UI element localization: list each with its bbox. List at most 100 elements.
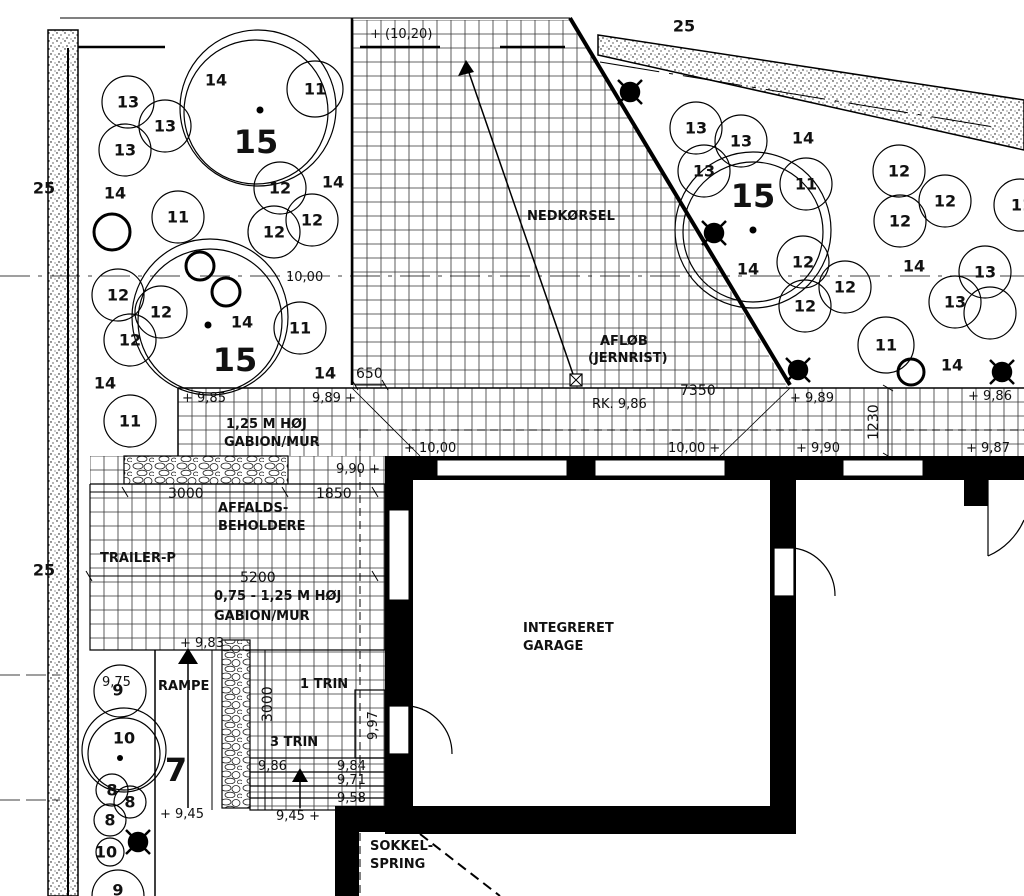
road-width-label: 25	[33, 179, 55, 198]
plant-label: 14	[322, 173, 344, 192]
stair-arrow-head	[292, 768, 308, 782]
plant-label: 12	[792, 253, 814, 272]
elevation-label: 9,89 +	[312, 391, 356, 406]
plant-label: 10	[95, 843, 117, 862]
dimension-label: 1230	[866, 404, 882, 440]
elevation-label: + 9,89	[790, 391, 834, 406]
plant-label: 12	[150, 303, 172, 322]
driveway-arrow-head	[458, 60, 474, 76]
plant-label: 12	[834, 278, 856, 297]
plant-label: 14	[941, 356, 963, 375]
plant-label: 12	[794, 297, 816, 316]
dimension-label: 650	[356, 366, 383, 382]
elevation-label: + 10,00	[404, 441, 456, 456]
garage-label-2: GARAGE	[523, 639, 583, 654]
plant-label: 11	[795, 175, 817, 194]
waste-label-2: BEHOLDERE	[218, 519, 306, 534]
plant-label: 12	[119, 331, 141, 350]
drain-level-label: RK. 9,86	[592, 397, 647, 412]
plant-label: 14	[314, 364, 336, 383]
elevation-label: 9,58	[337, 791, 366, 806]
plant-label: 13	[154, 117, 176, 136]
plant-label: 14	[903, 257, 925, 276]
plant-label: 11	[304, 80, 326, 99]
plant-label: 12	[269, 179, 291, 198]
elevation-label: + 9,90	[796, 441, 840, 456]
dimension-label: 1850	[316, 486, 352, 502]
dimension-label: 5200	[240, 570, 276, 586]
dimension-label: 7350	[680, 383, 716, 399]
driveway-label: NEDKØRSEL	[527, 209, 615, 224]
plant-label: 12	[889, 212, 911, 231]
plant-label: 14	[737, 260, 759, 279]
plant-label: 9	[112, 681, 123, 700]
plant-label: 7	[165, 751, 187, 789]
plant-label: 12	[263, 223, 285, 242]
waste-label: AFFALDS-	[218, 501, 288, 516]
plant-label: 11	[167, 208, 189, 227]
step-1-label: 1 TRIN	[300, 677, 348, 692]
road-strip-top	[597, 34, 1024, 151]
plant-label: 15	[731, 177, 776, 215]
doors	[388, 480, 1024, 755]
plant-centres	[117, 106, 757, 761]
elevation-label: 9,90 +	[336, 462, 380, 477]
plant-label: 13	[114, 141, 136, 160]
elevation-label: + 9,83	[180, 636, 224, 651]
gabion-top-label-2: GABION/MUR	[224, 435, 320, 450]
drain-leader-2	[719, 387, 791, 457]
plant-label: 15	[213, 341, 258, 379]
garage-label: INTEGRERET	[523, 621, 614, 636]
plant-label: 14	[205, 71, 227, 90]
elevation-label: 9,71	[337, 773, 366, 788]
sokkel-label: SOKKEL-	[370, 839, 433, 854]
plant-label: 8	[104, 811, 115, 830]
ramp-arrow-head	[178, 648, 198, 664]
drain-label-2: (JERNRIST)	[588, 351, 668, 366]
road-width-label: 25	[673, 17, 695, 36]
road-width-label: 25	[33, 561, 55, 580]
gabion-mid-label: 0,75 - 1,25 M HØJ	[214, 589, 341, 604]
plant-label: 9	[112, 881, 123, 896]
elevation-label: 9,75	[102, 675, 131, 690]
sokkel-dash	[419, 833, 501, 896]
plant-label: 14	[231, 313, 253, 332]
plant-number-labels: 15 15 15 14 14 14 14 14 14 14 14 14 14 1…	[94, 71, 1024, 896]
trailer-label: TRAILER-P	[100, 551, 176, 566]
plant-label: 11	[119, 412, 141, 431]
plant-label: 14	[792, 129, 814, 148]
plant-label: 12	[301, 211, 323, 230]
plant-label: 12	[107, 286, 129, 305]
driveway-arrow-line	[465, 63, 576, 381]
plant-label: 11	[875, 336, 897, 355]
plant-label: 14	[104, 184, 126, 203]
elevation-label: + 9,87	[966, 441, 1010, 456]
dimension-label: 3000	[260, 686, 276, 722]
gabion-mid-label-2: GABION/MUR	[214, 609, 310, 624]
plant-symbols	[81, 29, 1024, 896]
plant-label: 8	[106, 781, 117, 800]
elevation-label: 10,00	[286, 270, 323, 285]
elevation-label: 9,45 +	[276, 809, 320, 824]
sokkel-label-2: SPRING	[370, 857, 425, 872]
gabion-wall-ramp	[221, 639, 251, 809]
drain-cross-2	[569, 373, 583, 387]
tree-markers	[125, 79, 1015, 855]
plant-label: 13	[685, 119, 707, 138]
step-3-label: 3 TRIN	[270, 735, 318, 750]
plant-label: 13	[974, 263, 996, 282]
plant-label: 11	[289, 319, 311, 338]
plant-label: 13	[944, 293, 966, 312]
elevation-label: + 9,45	[160, 807, 204, 822]
garage-windows	[388, 459, 924, 601]
drain-label: AFLØB	[600, 334, 648, 349]
gabion-top-label: 1,25 M HØJ	[226, 417, 307, 432]
elevation-label: + 9,85	[182, 391, 226, 406]
plant-label: 12	[888, 162, 910, 181]
elevation-label: + (10,20)	[370, 27, 432, 42]
ramp-label: RAMPE	[158, 679, 209, 694]
dimension-label: 3000	[168, 486, 204, 502]
elevation-label: + 9,86	[968, 389, 1012, 404]
plant-label: 13	[117, 93, 139, 112]
